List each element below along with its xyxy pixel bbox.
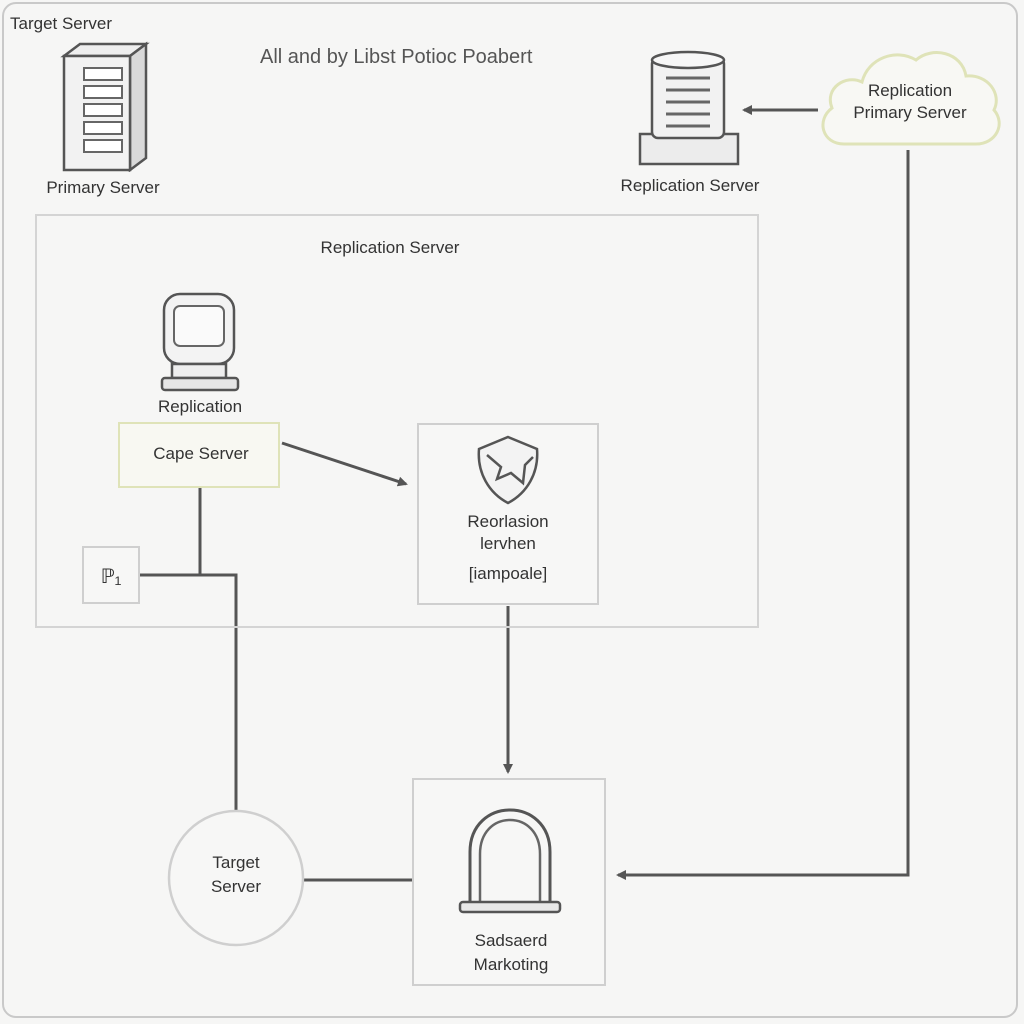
target-server-line2: Server: [210, 877, 262, 896]
center-box-line2: lervhen: [480, 534, 536, 553]
target-server-node: [167, 809, 305, 947]
diagram-title: All and by Libst Potioc Poabert: [260, 46, 533, 68]
center-box-line3: [iampoale]: [468, 564, 548, 583]
center-box-text: Reorlasion lervhen [iampoale]: [467, 509, 548, 587]
cloud-icon: [821, 51, 1001, 146]
computer-label: Replication: [157, 397, 243, 416]
center-box: Reorlasion lervhen [iampoale]: [417, 423, 599, 605]
center-box-line1: Reorlasion: [467, 512, 549, 531]
small-node-label: ℙ₁: [100, 566, 122, 588]
cape-server-label: Cape Server: [153, 444, 249, 463]
group-title: Replication Server: [320, 238, 460, 257]
primary-server-label: Primary Server: [46, 178, 160, 197]
cape-server-box: Cape Server: [118, 422, 280, 488]
cape-to-target-line: [140, 573, 238, 810]
bottom-box-line2: Markoting: [473, 955, 549, 974]
cloud-label-line2: Primary Server: [853, 103, 967, 122]
bottom-box: Sadsaerd Markoting: [412, 778, 606, 986]
replication-server-top-label: Replication Server: [620, 176, 760, 195]
stacked-server-icon: [638, 50, 740, 166]
replication-server-group: [35, 214, 759, 628]
bottom-box-line1: Sadsaerd: [474, 931, 548, 950]
arch-icon: [458, 808, 562, 914]
tower-server-icon: [60, 41, 150, 172]
bottom-box-text: Sadsaerd Markoting: [474, 928, 549, 978]
corner-label: Target Server: [10, 14, 113, 33]
cloud-label-line1: Replication: [867, 81, 953, 100]
target-server-label: Target Server: [211, 850, 261, 900]
cape-to-center-arrow: [281, 441, 408, 487]
target-server-line1: Target: [212, 853, 260, 872]
cloud-label: Replication Primary Server: [853, 78, 966, 126]
computer-icon: [160, 292, 240, 392]
shield-icon: [477, 435, 539, 505]
cloud-to-bottom-box-arrow: [616, 150, 910, 880]
small-node-box: ℙ₁: [82, 546, 140, 604]
